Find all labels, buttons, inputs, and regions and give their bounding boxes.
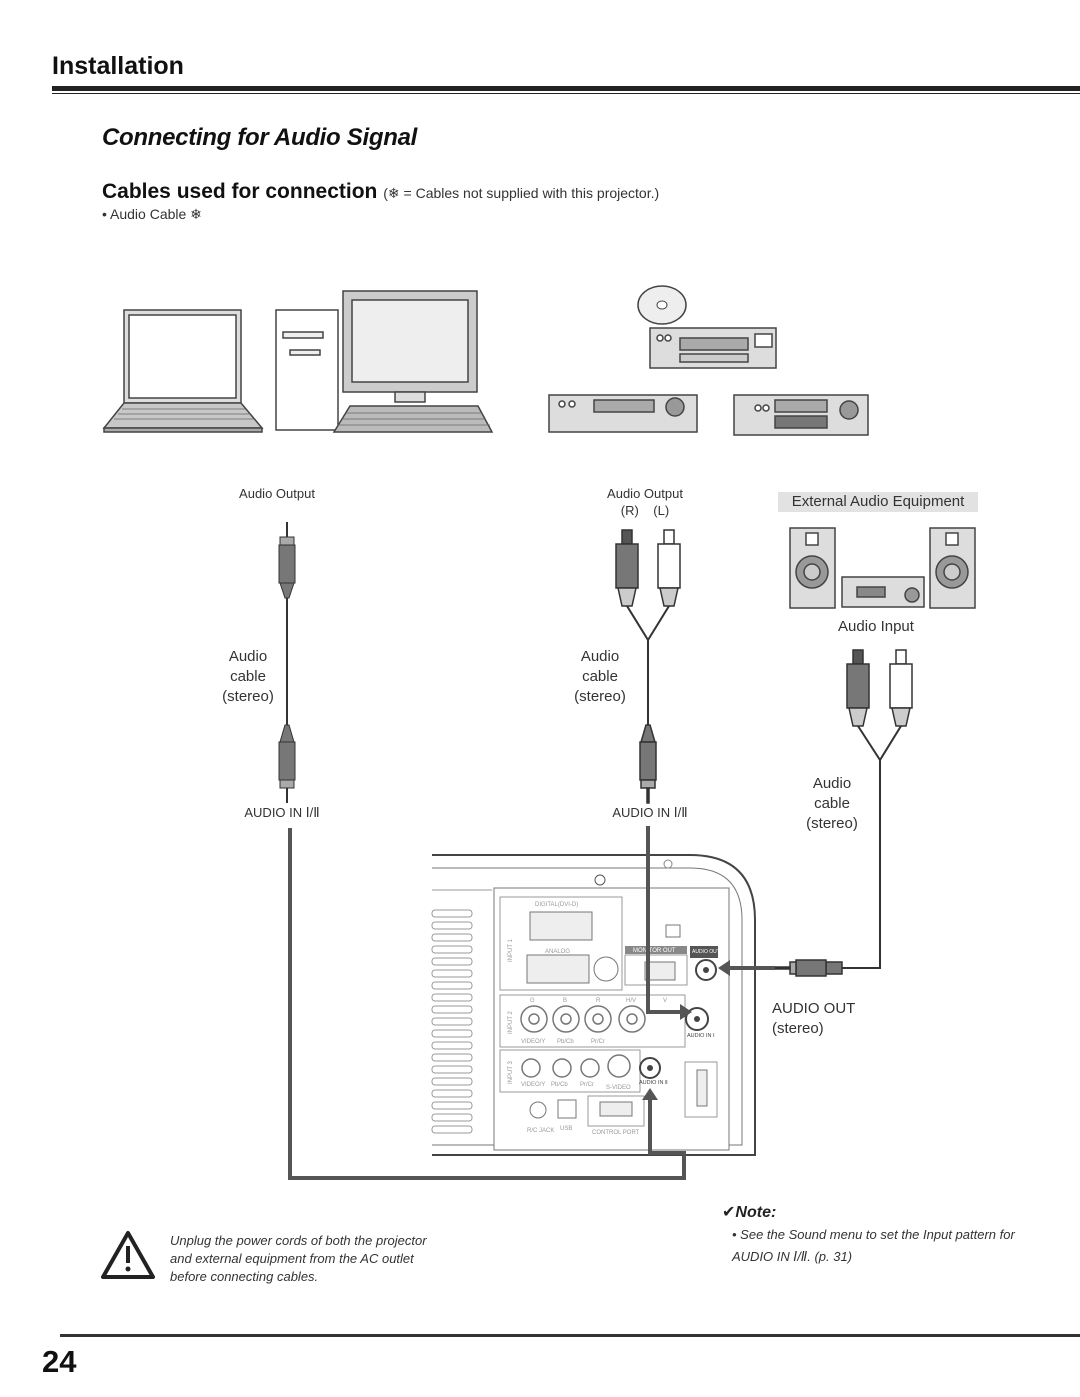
middle-cable-label-line3: (stereo) <box>574 688 626 705</box>
note-text: • See the Sound menu to set the Input pa… <box>732 1227 1015 1264</box>
right-cable-label-line3: (stereo) <box>806 815 858 832</box>
cd-player-illustration <box>649 327 777 369</box>
cables-item: • Audio Cable ❄ <box>102 206 202 222</box>
middle-cable-label-line1: Audio <box>580 648 620 665</box>
note-title: ✔Note: <box>722 1204 777 1221</box>
middle-channels-label: (R) (L) <box>620 503 670 518</box>
panel-label-input-1: INPUT 1 <box>508 938 514 962</box>
panel-label-audio-in-2: AUDIO IN Ⅱ <box>639 1080 668 1086</box>
panel-label-b: B <box>563 998 567 1004</box>
left-cable-label-line3: (stereo) <box>222 688 274 705</box>
panel-label-analog: ANALOG <box>545 949 570 955</box>
left-cable-label: Audio cable (stereo) <box>208 647 288 707</box>
audio-out-sub-label: (stereo) <box>772 1020 824 1037</box>
footer-rule <box>60 1334 1080 1337</box>
left-audio-in-label: AUDIO IN Ⅰ/Ⅱ <box>244 805 320 820</box>
desktop-tower-illustration <box>275 309 339 431</box>
header-rule <box>52 86 1080 91</box>
right-audio-cable <box>774 649 913 977</box>
panel-label-pr-cr-2: Pr/Cr <box>591 1039 605 1045</box>
panel-label-v: V <box>663 998 667 1004</box>
connection-route-lines <box>288 826 775 1180</box>
external-equipment-label: External Audio Equipment <box>778 492 978 512</box>
panel-label-input-3: INPUT 3 <box>508 1060 514 1084</box>
cassette-deck-illustration <box>548 394 698 433</box>
page-number: 24 <box>42 1344 77 1379</box>
middle-audio-in-label: AUDIO IN Ⅰ/Ⅱ <box>612 805 688 820</box>
panel-label-r: R <box>596 998 601 1004</box>
panel-label-video-y-3: VIDEO/Y <box>521 1082 545 1088</box>
panel-label-audio-in-1: AUDIO IN Ⅰ <box>687 1033 715 1039</box>
cables-heading-text: Cables used for connection <box>102 180 378 203</box>
panel-label-control-port: CONTROL PORT <box>592 1130 640 1136</box>
arrow-audio-in-2 <box>642 1088 658 1100</box>
right-cable-label: Audio cable (stereo) <box>792 774 872 834</box>
cables-note: (❄ = Cables not supplied with this proje… <box>383 185 660 201</box>
projector-panel-illustration: DIGITAL(DVI-D) ANALOG MONITOR OUT AUDIO … <box>431 854 756 1156</box>
left-audio-cable <box>278 522 296 803</box>
panel-label-hv: H/V <box>626 998 636 1004</box>
page-header-title: Installation <box>52 52 184 80</box>
right-cable-label-line1: Audio <box>812 775 852 792</box>
middle-audio-output-label: Audio Output <box>607 486 683 501</box>
panel-label-digital: DIGITAL(DVI-D) <box>535 902 578 908</box>
right-audio-input-label: Audio Input <box>838 618 914 635</box>
audio-out-label: AUDIO OUT <box>772 1000 856 1017</box>
panel-label-s-video: S-VIDEO <box>606 1085 631 1091</box>
amplifier-illustration <box>733 394 869 436</box>
arrow-audio-in-1 <box>680 1004 692 1020</box>
left-cable-label-line2: cable <box>230 668 266 685</box>
warning-icon <box>101 1231 155 1279</box>
middle-audio-cable <box>615 529 681 804</box>
panel-label-monitor-out: MONITOR OUT <box>633 948 676 954</box>
laptop-illustration <box>102 309 264 433</box>
panel-label-pr-cr-3: Pr/Cr <box>580 1082 594 1088</box>
monitor-illustration <box>332 290 494 433</box>
panel-label-pb-cb-3: Pb/Cb <box>551 1082 568 1088</box>
right-cable-label-line2: cable <box>814 795 850 812</box>
cd-disc-illustration <box>637 285 687 325</box>
header-rule-thin <box>52 93 1080 94</box>
panel-label-g: G <box>530 998 535 1004</box>
warning-text: Unplug the power cords of both the proje… <box>170 1233 427 1284</box>
left-cable-label-line1: Audio <box>228 648 268 665</box>
panel-label-input-2: INPUT 2 <box>508 1010 514 1034</box>
speaker-system-illustration <box>789 527 976 609</box>
section-title: Connecting for Audio Signal <box>102 124 417 151</box>
panel-label-usb: USB <box>560 1126 572 1132</box>
middle-cable-label-line2: cable <box>582 668 618 685</box>
cables-heading: Cables used for connection (❄ = Cables n… <box>102 180 659 204</box>
middle-cable-label: Audio cable (stereo) <box>560 647 640 707</box>
panel-label-pb-cb-2: Pb/Cb <box>557 1039 574 1045</box>
panel-label-video-y-2: VIDEO/Y <box>521 1039 545 1045</box>
arrow-audio-out <box>718 960 730 976</box>
panel-label-audio-out: AUDIO OUT <box>692 949 720 955</box>
connection-arrows <box>642 960 730 1100</box>
panel-label-rc-jack: R/C JACK <box>527 1128 554 1134</box>
left-audio-output-label: Audio Output <box>239 486 315 501</box>
